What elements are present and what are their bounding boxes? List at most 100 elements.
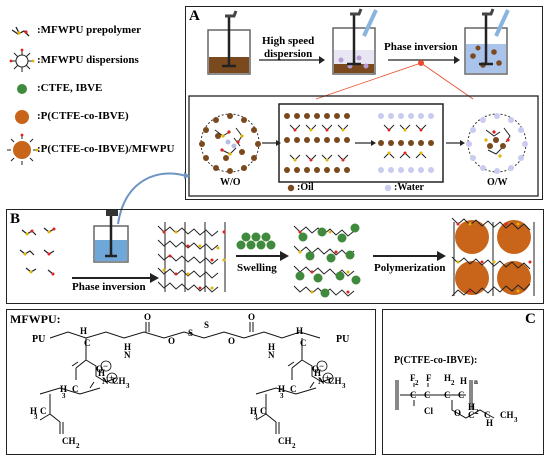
legend-polymer-label: :P(CTFE-co-IBVE) <box>37 110 129 122</box>
svg-text:C: C <box>300 338 307 348</box>
water-layers <box>378 113 434 173</box>
svg-text:3: 3 <box>62 392 66 400</box>
svg-text:O: O <box>96 364 103 374</box>
water-legend-icon <box>384 184 392 192</box>
connector-arrow <box>117 172 187 225</box>
legend-dispersion-label: :MFWPU dispersions <box>37 54 139 66</box>
beaker-1 <box>207 10 251 75</box>
svg-text:3: 3 <box>342 382 346 390</box>
dispersion-icon <box>9 48 35 72</box>
svg-text:C: C <box>410 390 417 400</box>
svg-text:3: 3 <box>254 413 258 421</box>
step-dispersion: dispersion <box>264 48 313 60</box>
step-phase-inversion-a: Phase inversion <box>384 41 458 53</box>
svg-text:H: H <box>296 326 303 336</box>
svg-text:2: 2 <box>76 442 80 450</box>
svg-text:O: O <box>144 312 151 322</box>
swelling-monomers <box>236 232 276 250</box>
svg-text:C: C <box>260 406 267 416</box>
svg-text:2: 2 <box>415 379 419 387</box>
svg-text:F: F <box>426 373 432 383</box>
svg-text:C: C <box>84 338 91 348</box>
svg-text:H: H <box>98 368 105 378</box>
svg-text:n: n <box>474 378 478 386</box>
svg-text:+: + <box>325 373 330 383</box>
svg-text:CH: CH <box>500 410 514 420</box>
water-label: :Water <box>394 182 424 193</box>
ow-label: O/W <box>487 177 508 188</box>
svg-text:H: H <box>30 406 37 416</box>
svg-text:O: O <box>248 312 255 322</box>
polymer-icon <box>15 110 29 124</box>
svg-text:CH: CH <box>62 436 76 446</box>
svg-text:H: H <box>250 406 257 416</box>
pu-left: PU <box>32 334 46 345</box>
ow-droplet <box>466 113 528 174</box>
beaker-b <box>93 210 129 263</box>
svg-text:3: 3 <box>126 382 130 390</box>
panel-mfwpu <box>6 309 376 455</box>
svg-text:C: C <box>424 390 431 400</box>
mfwpu-title: MFWPU: <box>10 312 61 326</box>
svg-text:Cl: Cl <box>424 406 433 416</box>
svg-text:C: C <box>458 390 465 400</box>
svg-text:H: H <box>278 384 285 394</box>
svg-text:C: C <box>72 384 79 394</box>
svg-text:2: 2 <box>292 442 296 450</box>
panel-a-letter: A <box>189 8 200 24</box>
svg-text:O: O <box>454 408 461 418</box>
monomer-icon <box>17 84 27 94</box>
svg-text:+: + <box>109 373 114 383</box>
wo-label: W/O <box>220 177 241 188</box>
svg-text:H: H <box>60 384 67 394</box>
oil-legend-icon <box>287 184 295 192</box>
svg-text:CH: CH <box>278 436 292 446</box>
svg-text:C: C <box>484 410 491 420</box>
svg-text:H: H <box>314 368 321 378</box>
svg-text:O: O <box>168 336 175 346</box>
svg-text:O: O <box>312 364 319 374</box>
composite-icon <box>7 133 39 165</box>
svg-text:3: 3 <box>280 392 284 400</box>
svg-text:3: 3 <box>514 416 518 424</box>
legend-composite-label: :P(CTFE-co-IBVE)/MFWPU <box>37 143 175 155</box>
oil-layers <box>284 113 350 173</box>
svg-text:S: S <box>188 328 193 338</box>
beaker-3 <box>464 8 510 75</box>
panel-a-inner <box>188 95 539 197</box>
svg-text:H: H <box>486 418 493 428</box>
svg-text:2: 2 <box>451 379 455 387</box>
svg-text:−: − <box>319 361 324 371</box>
svg-text:CH: CH <box>112 376 126 386</box>
svg-text:C: C <box>468 410 475 420</box>
legend-monomer-label: :CTFE, IBVE <box>37 82 103 94</box>
svg-text:C: C <box>40 406 47 416</box>
svg-text:2: 2 <box>475 408 479 416</box>
svg-text:C: C <box>444 390 451 400</box>
panel-c <box>382 309 544 455</box>
legend-prepolymer-label: :MFWPU prepolymer <box>37 24 141 36</box>
composite-particles <box>451 217 535 297</box>
svg-text:N: N <box>102 376 109 386</box>
svg-text:H: H <box>80 326 87 336</box>
interface-box <box>278 103 444 183</box>
svg-text:−: − <box>103 361 108 371</box>
panel-c-title: P(CTFE-co-IBVE): <box>394 355 478 366</box>
svg-text:3: 3 <box>34 413 38 421</box>
oil-label: :Oil <box>297 182 314 193</box>
pu-right: PU <box>336 334 350 345</box>
panel-a <box>185 6 543 200</box>
svg-text:C: C <box>290 384 297 394</box>
svg-text:CH: CH <box>328 376 342 386</box>
network-1 <box>157 222 226 293</box>
beaker-2 <box>332 8 378 75</box>
svg-text:N: N <box>124 350 131 360</box>
step-swelling: Swelling <box>237 262 277 274</box>
svg-text:H: H <box>268 342 275 352</box>
wo-droplet <box>199 113 261 174</box>
step-phase-inversion-b: Phase inversion <box>72 281 146 293</box>
